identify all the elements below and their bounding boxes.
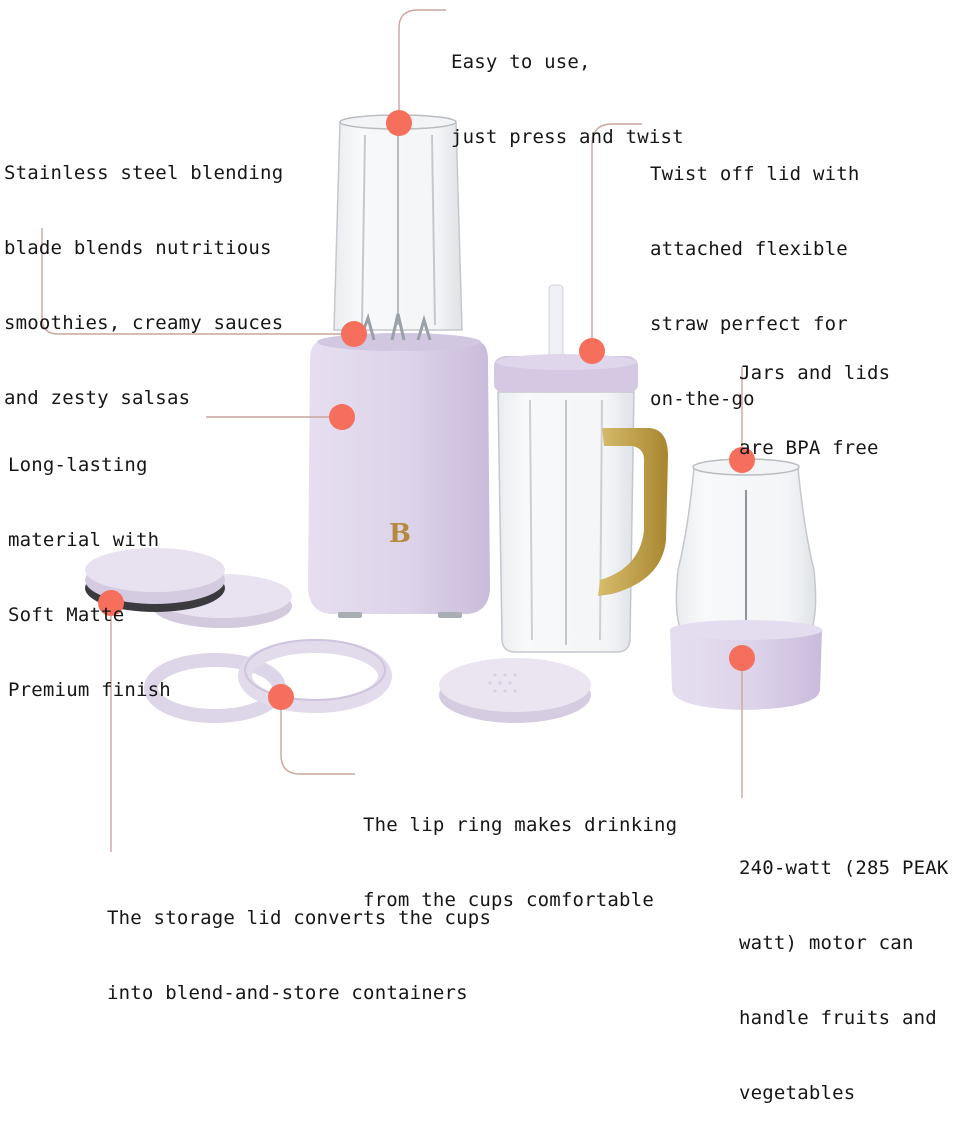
callout-line: Soft Matte — [8, 604, 125, 626]
callout-line: straw perfect for — [650, 313, 848, 335]
dot-twist-lid — [579, 338, 605, 364]
callout-line: into blend-and-store containers — [107, 982, 468, 1004]
callout-line: vegetables — [739, 1082, 856, 1104]
callout-line: blade blends nutritious — [4, 237, 272, 259]
callout-line: Stainless steel blending — [4, 162, 284, 184]
small-blending-jar — [670, 458, 822, 710]
dot-motor — [729, 645, 755, 671]
callout-line: attached flexible — [650, 238, 848, 260]
callout-bpa-free: Jars and lids are BPA free — [739, 311, 890, 486]
callout-line: smoothies, creamy sauces — [4, 312, 284, 334]
callout-line: Jars and lids — [739, 362, 891, 384]
callout-line: The storage lid converts the cups — [107, 907, 492, 929]
callout-line: Long-lasting — [8, 454, 148, 476]
dot-easy-to-use — [386, 110, 412, 136]
drinking-cup-with-straw-lid — [494, 284, 668, 653]
dot-bpa-free — [729, 447, 755, 473]
lip-rings — [144, 639, 392, 723]
vented-lid — [439, 658, 591, 723]
dot-matte-finish — [329, 404, 355, 430]
callout-line: just press and twist — [451, 126, 684, 148]
dot-blade — [341, 321, 367, 347]
callout-line: Twist off lid with — [650, 163, 860, 185]
callout-matte-finish: Long-lasting material with Soft Matte Pr… — [8, 403, 171, 728]
callout-motor: 240-watt (285 PEAK watt) motor can handl… — [739, 806, 949, 1131]
callout-line: Premium finish — [8, 679, 171, 701]
connector-lines — [41, 9, 743, 852]
callout-storage-lid: The storage lid converts the cups into b… — [107, 856, 491, 1031]
brand-logo: B — [389, 519, 411, 549]
blender-motor-base: B — [308, 313, 490, 618]
callout-line: The lip ring makes drinking — [363, 814, 678, 836]
callout-easy-to-use: Easy to use, just press and twist — [451, 0, 684, 175]
product-illustration: B — [41, 9, 822, 852]
callout-line: and zesty salsas — [4, 387, 191, 409]
callout-line: material with — [8, 529, 160, 551]
callout-line: Easy to use, — [451, 51, 591, 73]
callout-line: on-the-go — [650, 388, 755, 410]
dot-lip-ring — [268, 684, 294, 710]
callout-line: handle fruits and — [739, 1007, 937, 1029]
tall-blending-jar — [333, 114, 463, 331]
callout-line: watt) motor can — [739, 932, 914, 954]
dot-storage-lid — [98, 590, 124, 616]
callout-blade: Stainless steel blending blade blends nu… — [4, 111, 283, 436]
callout-line: 240-watt (285 PEAK — [739, 857, 949, 879]
callout-twist-lid: Twist off lid with attached flexible str… — [650, 112, 860, 437]
callout-line: are BPA free — [739, 437, 879, 459]
storage-lids — [85, 548, 292, 628]
callout-dots — [98, 110, 755, 710]
